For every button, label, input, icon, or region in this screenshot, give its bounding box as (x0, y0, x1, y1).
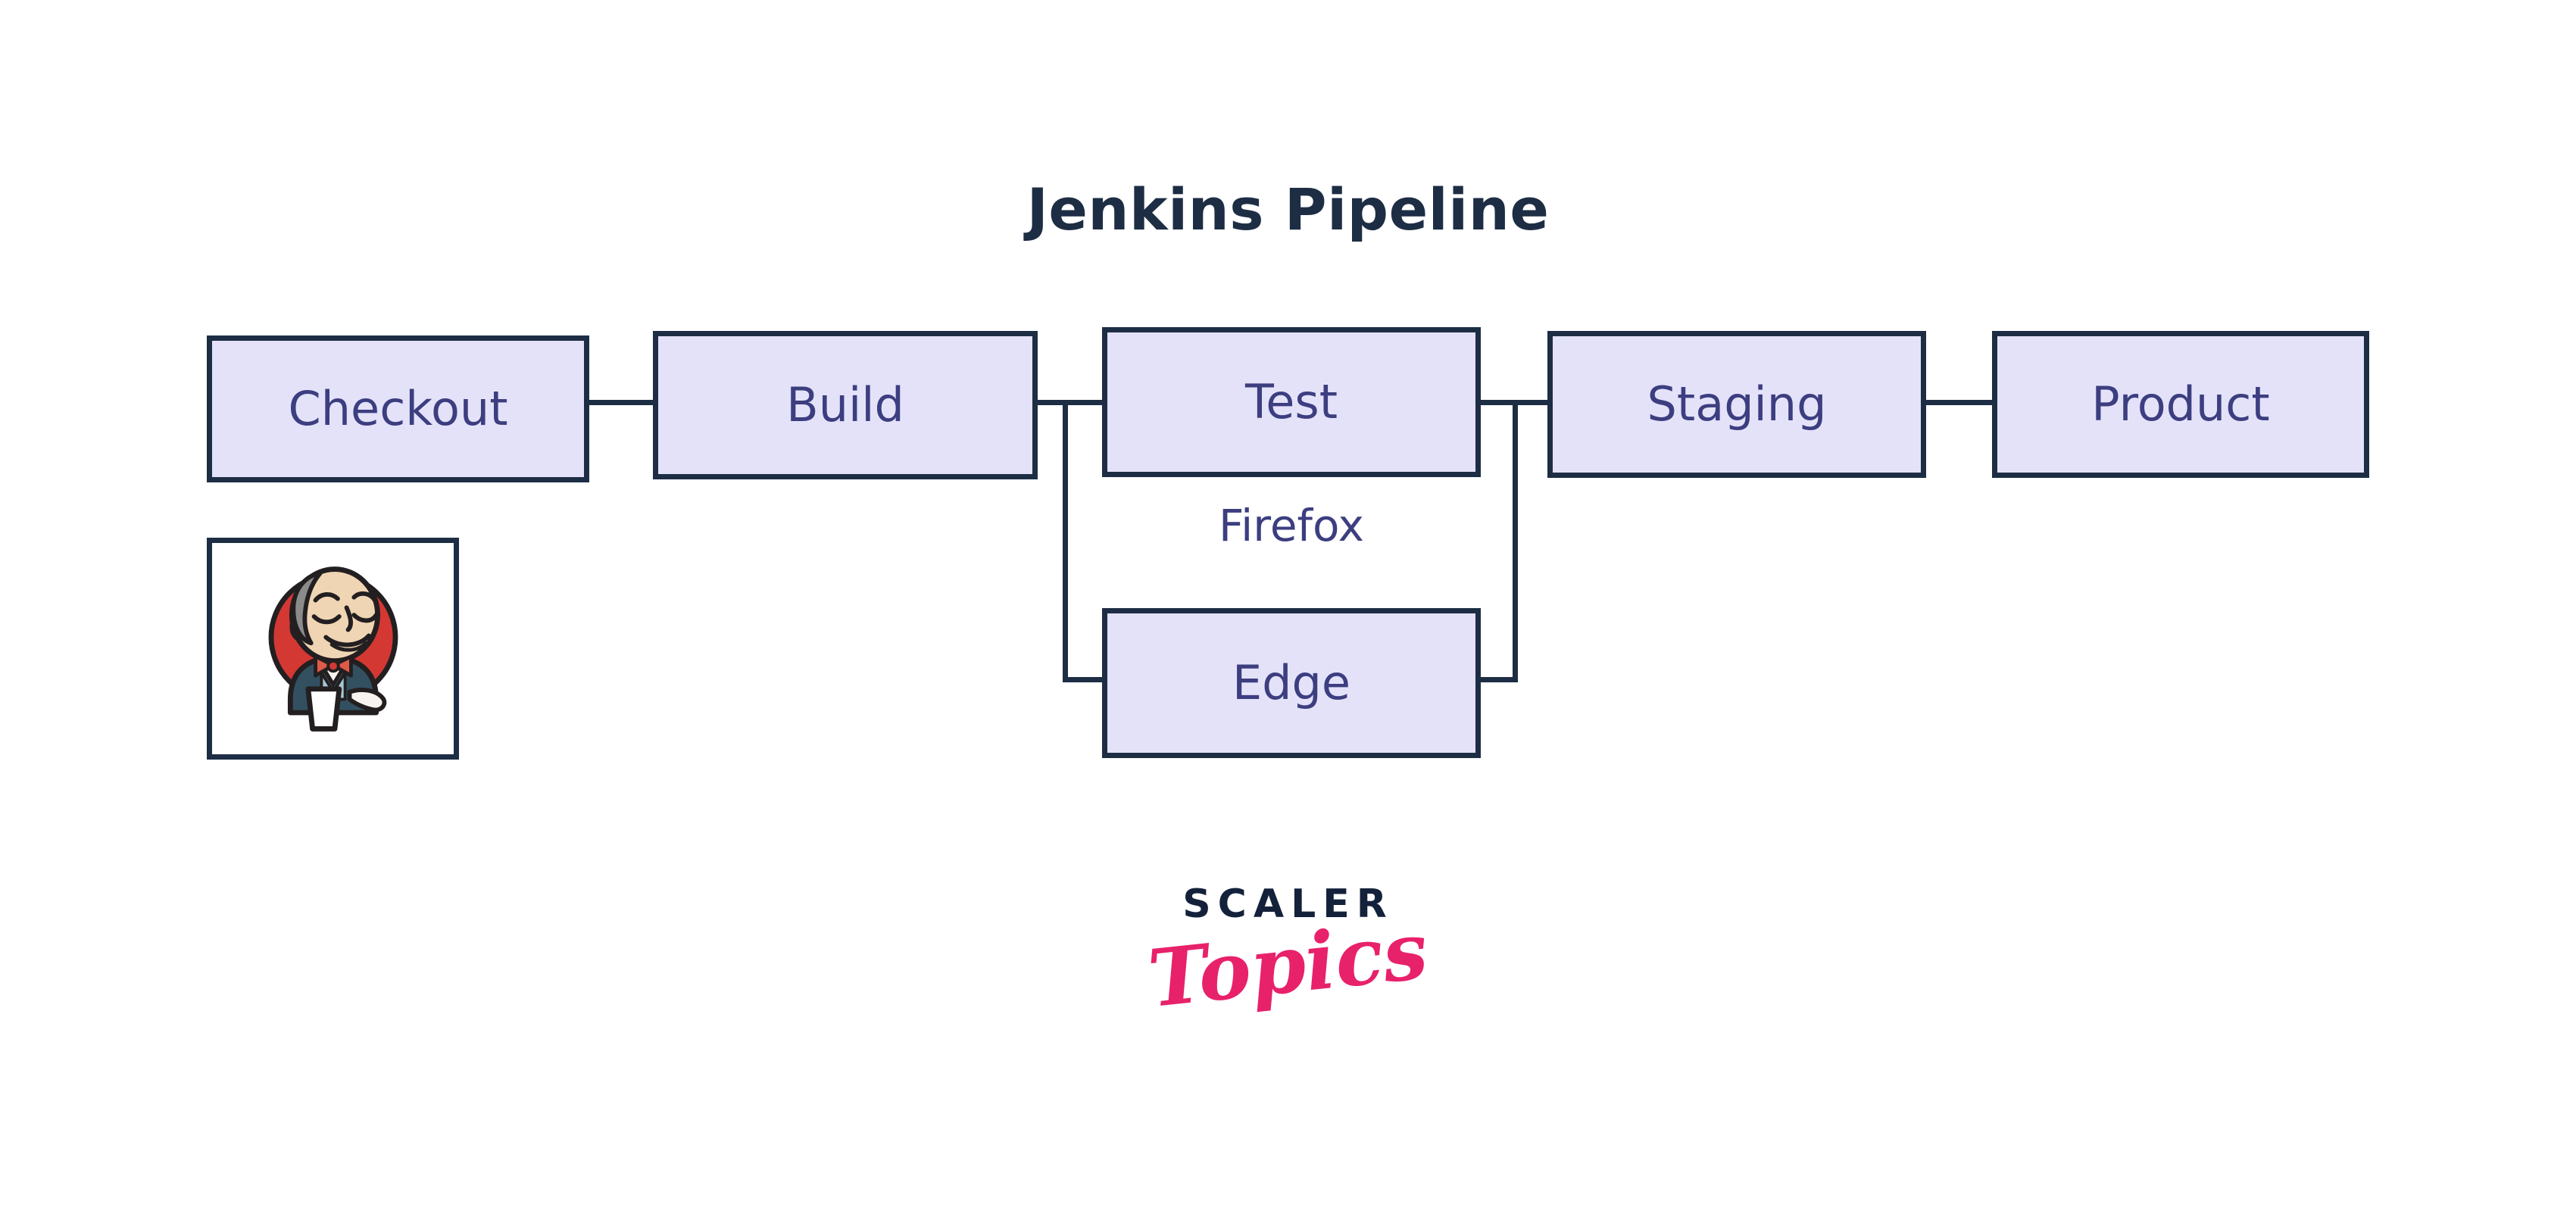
stage-box-checkout[interactable]: Checkout (207, 335, 589, 482)
stage-box-edge[interactable]: Edge (1102, 608, 1481, 758)
branch-label-firefox: Firefox (1219, 500, 1364, 551)
connector-build-to-branch (1038, 400, 1068, 405)
brand-tagline-topics: Topics (1144, 903, 1432, 1025)
brand-name-scaler: SCALER (1182, 882, 1394, 927)
stage-box-build[interactable]: Build (653, 331, 1038, 479)
jenkins-logo-box (207, 538, 459, 760)
connector-merge-to-staging (1513, 400, 1553, 405)
connector-checkout-to-build (589, 400, 653, 405)
stage-label-test: Test (1244, 374, 1338, 429)
connector-staging-to-product (1926, 400, 1992, 405)
page-title: Jenkins Pipeline (1026, 176, 1550, 243)
scaler-topics-logo: SCALER Topics (0, 882, 2576, 1025)
connector-edge-to-merge (1475, 677, 1518, 682)
stage-label-checkout: Checkout (288, 381, 508, 436)
connector-test-to-merge (1475, 400, 1518, 405)
stage-box-product[interactable]: Product (1992, 331, 2369, 478)
connector-trunk-to-test (1063, 400, 1107, 405)
stage-label-build: Build (786, 377, 904, 432)
stage-label-edge: Edge (1232, 655, 1351, 710)
stage-box-test[interactable]: Test (1102, 327, 1481, 477)
connector-right-merge-trunk (1513, 400, 1518, 682)
connector-trunk-to-edge (1063, 677, 1107, 682)
stage-label-product: Product (2091, 376, 2270, 432)
stage-box-staging[interactable]: Staging (1547, 331, 1926, 478)
stage-label-staging: Staging (1647, 376, 1827, 432)
connector-left-branch-trunk (1063, 400, 1068, 682)
jenkins-butler-mascot-icon (268, 566, 398, 732)
